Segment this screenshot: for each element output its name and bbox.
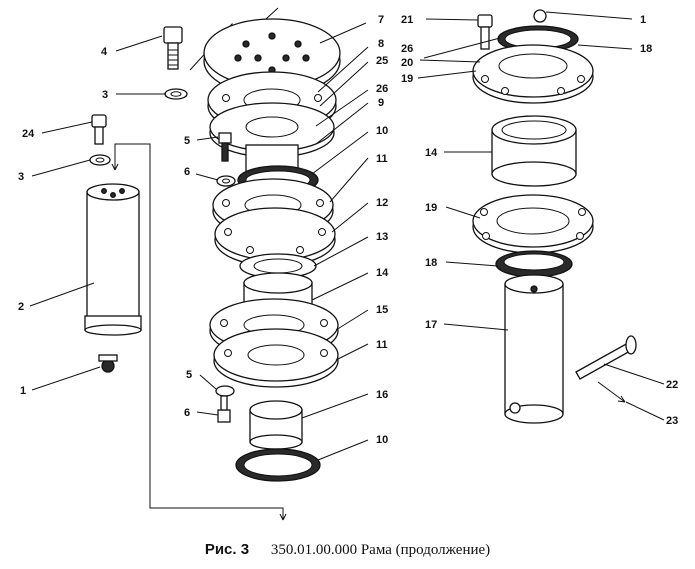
callout-center-7: 11 xyxy=(376,153,388,165)
callout-center-10: 14 xyxy=(376,267,389,279)
callout-center-17: 5 xyxy=(186,369,192,381)
callout-left-6: 1 xyxy=(20,385,26,397)
callout-right-1: 21 xyxy=(401,14,413,26)
bolt-5-upper xyxy=(218,132,232,162)
seal-ring-10-lower xyxy=(235,448,321,482)
bolt-4 xyxy=(163,26,183,70)
callout-right-7: 14 xyxy=(425,147,438,159)
cylinder-part-2 xyxy=(84,183,142,336)
flange-9 xyxy=(209,102,335,158)
callout-left-1: 4 xyxy=(101,46,108,58)
callout-center-1: 7 xyxy=(378,14,384,26)
callout-left-5: 2 xyxy=(18,301,24,313)
nut-6-upper xyxy=(216,175,236,187)
callout-center-9: 13 xyxy=(376,231,388,243)
callout-center-3: 25 xyxy=(376,55,388,67)
callout-center-13: 16 xyxy=(376,389,388,401)
callout-center-8: 12 xyxy=(376,197,388,209)
ring-13 xyxy=(239,253,317,279)
callout-center-4: 26 xyxy=(376,83,388,95)
callout-right-9: 18 xyxy=(425,257,437,269)
washer-3-upper xyxy=(164,88,188,100)
fitting-part-1-left xyxy=(98,354,118,373)
bolt-24 xyxy=(91,114,107,145)
callout-left-2: 3 xyxy=(102,89,108,101)
flange-19-upper xyxy=(472,44,594,104)
bushing-16 xyxy=(249,400,303,450)
flange-11-lower xyxy=(213,328,339,388)
callout-center-5: 9 xyxy=(378,97,384,109)
callout-right-2: 1 xyxy=(640,14,646,26)
callout-center-18: 6 xyxy=(184,407,190,419)
flange-19-lower xyxy=(472,194,594,254)
callout-left-3: 24 xyxy=(22,128,35,140)
exploded-assembly-diagram: 4 3 24 3 2 1 7 8 25 26 9 10 11 12 13 14 … xyxy=(18,7,678,521)
routing-line-left xyxy=(114,143,284,520)
callout-right-11: 22 xyxy=(666,379,678,391)
cylinder-17 xyxy=(504,274,564,424)
callout-labels: 4 3 24 3 2 1 7 8 25 26 9 10 11 12 13 14 … xyxy=(18,14,678,446)
callout-right-5: 20 xyxy=(401,57,413,69)
drawing-code: 350.01.00.000 xyxy=(270,542,358,558)
washer-3-lower xyxy=(89,154,111,166)
callout-center-6: 10 xyxy=(376,125,388,137)
callout-right-3: 26 xyxy=(401,43,413,55)
leader-lines xyxy=(29,11,665,461)
callout-center-12: 11 xyxy=(376,339,388,351)
callout-center-2: 8 xyxy=(378,38,384,50)
cotter-pin-23 xyxy=(597,381,626,403)
bushing-14-right xyxy=(491,115,577,187)
callout-center-14: 10 xyxy=(376,434,388,446)
callout-center-16: 6 xyxy=(184,166,190,178)
callout-center-15: 5 xyxy=(184,135,190,147)
callout-right-4: 18 xyxy=(640,43,652,55)
callout-left-4: 3 xyxy=(18,171,24,183)
figure-caption: Рис. 3 350.01.00.000 Рама (продолжение) xyxy=(0,541,695,559)
fitting-part-1-right xyxy=(533,9,547,23)
washer-5-lower xyxy=(215,385,235,397)
figure-number: Рис. 3 xyxy=(204,541,250,558)
figure-title: Рама (продолжение) xyxy=(360,542,491,558)
seal-ring-18-lower xyxy=(495,250,573,278)
callout-right-10: 17 xyxy=(425,319,437,331)
pin-22 xyxy=(575,335,637,380)
bolt-6-lower xyxy=(217,395,231,423)
callout-right-6: 19 xyxy=(401,73,413,85)
callout-center-11: 15 xyxy=(376,304,388,316)
bolt-21 xyxy=(477,14,493,50)
callout-right-8: 19 xyxy=(425,202,437,214)
callout-right-12: 23 xyxy=(666,415,678,427)
